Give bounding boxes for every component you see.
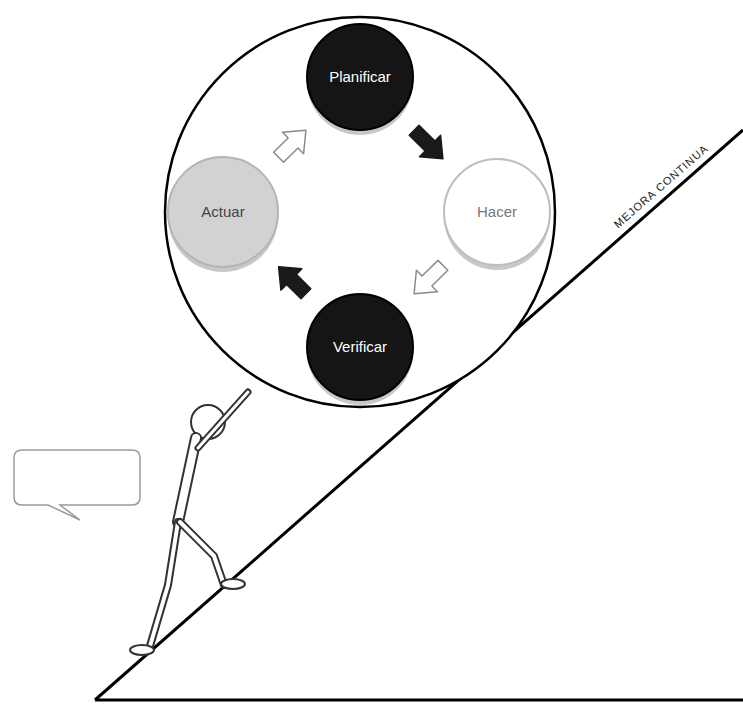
step-label: Hacer [469, 203, 525, 220]
cycle-arrow [409, 125, 443, 158]
do-circle: Hacer [443, 158, 551, 266]
cycle-arrow [279, 267, 311, 299]
wheel-circle [165, 17, 555, 407]
ground-line [95, 699, 743, 702]
pushing-figure [130, 392, 248, 655]
ramp-label: MEJORA CONTINUA [611, 142, 711, 231]
callout-bubble [14, 450, 140, 520]
plan-circle: Planificar [306, 23, 414, 131]
step-label: Planificar [321, 68, 399, 85]
cycle-arrow [274, 130, 306, 162]
step-label: Verificar [325, 338, 395, 355]
step-label: Actuar [193, 203, 252, 220]
check-circle: Verificar [306, 293, 414, 401]
cycle-arrow [414, 260, 448, 293]
act-circle: Actuar [167, 156, 279, 268]
